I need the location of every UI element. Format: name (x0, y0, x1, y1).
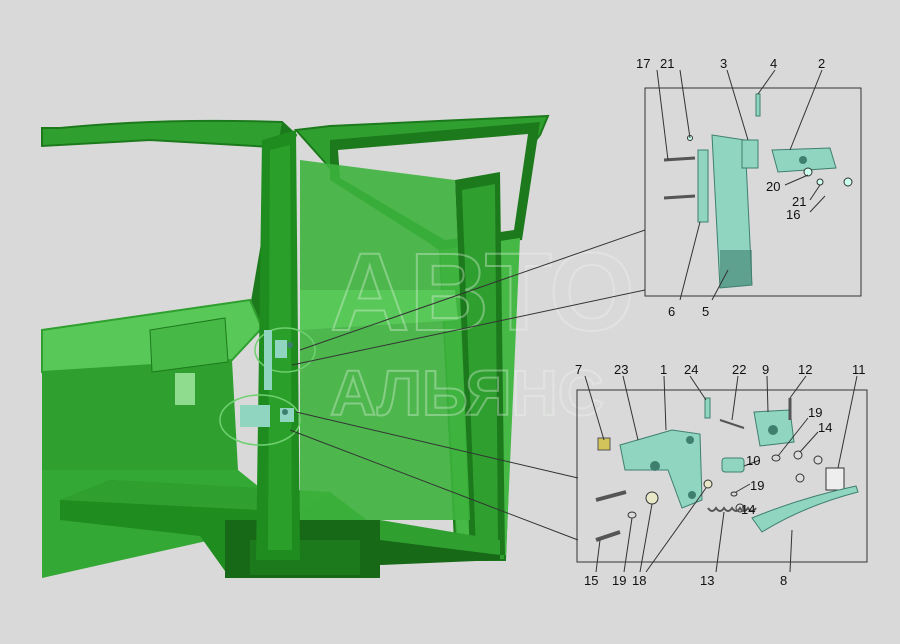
part-8-stay-arm (751, 485, 859, 533)
part-6-strip (697, 149, 709, 223)
inset-top-hinge: 17 21 3 4 2 20 21 16 6 5 (636, 56, 862, 319)
watermark-line2: АЛЬЯНС (330, 357, 604, 429)
part-4-pin (755, 93, 761, 117)
part-3-bracket (741, 139, 759, 169)
part-14-bolt-c (795, 473, 805, 483)
callout-11: 11 (852, 362, 866, 377)
part-22-pin (719, 419, 745, 429)
inset-top-leaders (656, 69, 826, 301)
part-13-spring (707, 506, 757, 512)
callout-12: 12 (798, 362, 812, 377)
connector-top-lower (291, 289, 646, 366)
callout-19-lower: 19 (612, 573, 626, 588)
panel-slot (175, 373, 195, 405)
callout-14-upper: 14 (818, 420, 832, 435)
callout-15: 15 (584, 573, 598, 588)
callout-21-right: 21 (792, 194, 806, 209)
part-18-washer-a (645, 491, 659, 505)
cab-illustration (41, 114, 550, 578)
part-24-pin (704, 397, 711, 419)
cab-side-panel (300, 160, 470, 520)
callout-4: 4 (770, 56, 777, 71)
instrument-block (149, 317, 229, 373)
callout-10: 10 (746, 453, 760, 468)
callout-3: 3 (720, 56, 727, 71)
callout-7: 7 (575, 362, 582, 377)
part-10-link (721, 457, 745, 473)
connector-lines (289, 229, 646, 541)
part-21-washer (816, 178, 824, 186)
callout-16: 16 (786, 207, 800, 222)
part-14-bolt-a (793, 450, 803, 460)
part-17-screw-lower (663, 194, 696, 200)
sill-lower (380, 540, 500, 565)
part-15-bolt-a (595, 490, 627, 502)
part-17-screw (663, 156, 696, 162)
part-14-bolt-b (813, 455, 823, 465)
watermark: АВТО АЛЬЯНС (329, 230, 636, 430)
inset-top-frame (644, 87, 862, 297)
part-11-clip (825, 467, 845, 491)
part-7-nut (597, 437, 611, 451)
callout-9: 9 (762, 362, 769, 377)
callout-14-lower: 14 (741, 502, 755, 517)
connector-bottom-lower (289, 429, 579, 541)
callout-18: 18 (632, 573, 646, 588)
callout-21-top: 21 (660, 56, 674, 71)
connector-top-upper (299, 229, 646, 351)
callout-17: 17 (636, 56, 650, 71)
dashboard-lower (42, 360, 238, 470)
callout-2: 2 (818, 56, 825, 71)
callout-6: 6 (668, 304, 675, 319)
cab-side-highlight (300, 290, 458, 330)
part-18-washer-b (703, 479, 713, 489)
part-19-washer-a (771, 454, 781, 462)
connector-bottom-upper (295, 411, 579, 479)
door-trim (462, 184, 498, 550)
callout-20: 20 (766, 179, 780, 194)
inset-bottom-frame (576, 389, 868, 563)
hinge-area (219, 327, 316, 446)
callout-19-middle: 19 (750, 478, 764, 493)
callout-23: 23 (614, 362, 628, 377)
part-19-washer-b (730, 491, 738, 497)
callout-5: 5 (702, 304, 709, 319)
part-1-hinge-bracket (619, 429, 703, 509)
callout-8: 8 (780, 573, 787, 588)
inset-bottom-hinge: 7 23 1 24 22 9 12 11 19 14 10 19 14 15 1… (575, 362, 868, 588)
callout-22: 22 (732, 362, 746, 377)
inset-bottom-leaders (584, 375, 858, 573)
callout-1: 1 (660, 362, 667, 377)
callout-24: 24 (684, 362, 698, 377)
part-15-bolt-b (595, 530, 621, 542)
part-20-washer (803, 167, 813, 177)
part-16-nut (843, 177, 853, 187)
callout-13: 13 (700, 573, 714, 588)
callout-19-upper: 19 (808, 405, 822, 420)
